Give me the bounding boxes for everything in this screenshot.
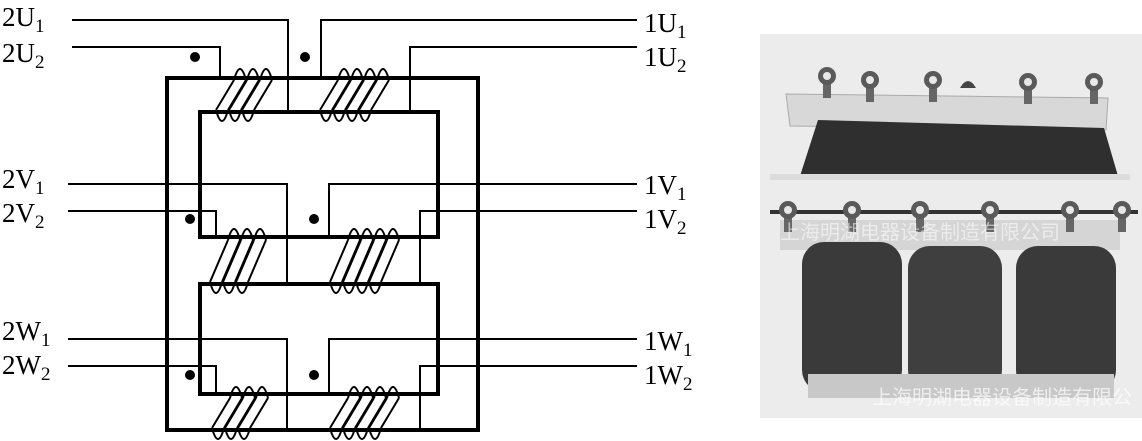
watermark-middle: 上海明湖电器设备制造有限公司	[780, 220, 1060, 244]
wire-1v2	[419, 210, 637, 284]
top-terminal-5	[1085, 73, 1103, 104]
terminal-label-2v1: 2V1	[2, 164, 45, 199]
winding-diagram	[68, 19, 637, 440]
terminal-label-1w2: 1W2	[644, 360, 693, 395]
terminal-label-2w2: 2W2	[2, 350, 51, 385]
polarity-dot-w1	[185, 370, 195, 380]
coil-3	[1016, 246, 1116, 392]
terminal-label-2v2: 2V2	[2, 198, 45, 233]
terminal-label-2u1: 2U1	[2, 2, 45, 37]
terminal-label-2u2: 2U2	[2, 38, 45, 73]
wire-1u1	[320, 19, 637, 78]
top-yoke-core	[800, 120, 1118, 176]
top-terminal-2	[861, 71, 879, 102]
middle-terminal-3	[911, 201, 929, 232]
wire-2w2	[68, 365, 217, 394]
coil-u-secondary	[215, 68, 273, 122]
terminal-label-1u1: 1U1	[644, 8, 687, 43]
middle-terminal-5	[1061, 201, 1079, 232]
terminal-label-2w1: 2W1	[2, 316, 51, 351]
watermark-bottom: 上海明湖电器设备制造有限公	[872, 385, 1132, 409]
terminal-label-1u2: 1U2	[644, 42, 687, 77]
middle-terminal-4	[981, 201, 999, 232]
middle-terminal-1	[779, 201, 797, 232]
polarity-dot-u2	[300, 52, 310, 62]
wire-2w1	[68, 338, 288, 430]
wire-2v1	[68, 183, 288, 284]
terminal-label-1v1: 1V1	[644, 170, 687, 205]
outer-core	[165, 76, 480, 432]
wire-1u2	[409, 46, 637, 112]
wire-1w2	[419, 365, 637, 430]
transformer-photo: 上海明湖电器设备制造有限公司 上海明湖电器设备制造有限公	[760, 34, 1142, 418]
coil-u-primary	[319, 68, 390, 122]
top-terminal-4	[1019, 73, 1037, 104]
top-center-bolt	[960, 81, 976, 88]
terminal-label-1v2: 1V2	[644, 204, 687, 239]
terminal-label-1w1: 1W1	[644, 326, 693, 361]
coil-v-primary	[329, 228, 400, 294]
polarity-dot-w2	[309, 370, 319, 380]
middle-terminal-6	[1113, 201, 1131, 232]
coil-v-secondary	[209, 228, 267, 294]
top-terminal-1	[818, 67, 836, 98]
wire-1w1	[328, 338, 637, 394]
inner-window-upper	[198, 110, 440, 239]
wire-2u1	[72, 19, 289, 112]
polarity-dot-v1	[185, 214, 195, 224]
wire-1v1	[328, 183, 637, 237]
coil-w-secondary	[211, 386, 269, 440]
polarity-dot-u1	[190, 52, 200, 62]
clamp-rod	[770, 210, 1138, 214]
wire-2v2	[68, 210, 217, 237]
middle-terminal-2	[843, 201, 861, 232]
wire-2u2	[72, 46, 221, 78]
top-terminal-3	[924, 71, 942, 102]
coil-2	[908, 246, 1002, 392]
polarity-dot-v2	[309, 214, 319, 224]
coil-1	[802, 242, 902, 392]
coil-w-primary	[329, 386, 400, 440]
